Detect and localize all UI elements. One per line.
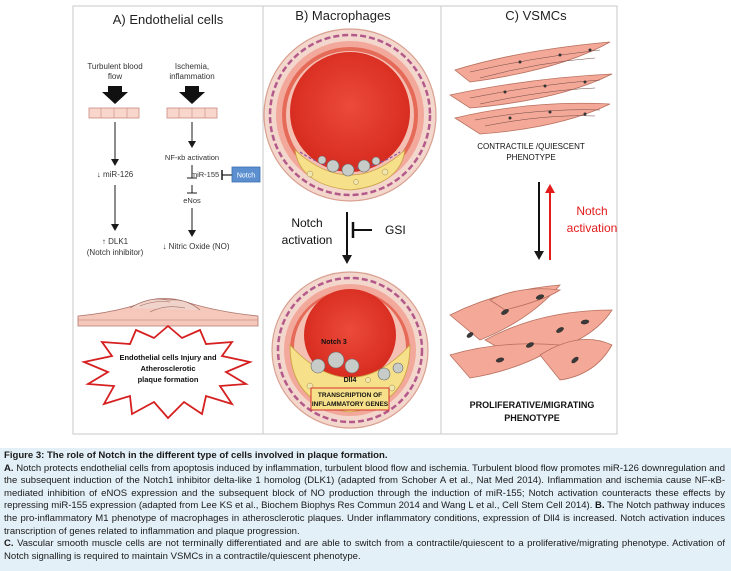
gsi-label: GSI	[385, 223, 406, 237]
injury-label-2: Atherosclerotic	[140, 364, 195, 373]
enos-label: eNos	[183, 196, 201, 205]
notch-activation-label-c: activation	[567, 221, 618, 235]
nfkb-label: NF-κb activation	[165, 153, 219, 162]
panel-c-title: C) VSMCs	[505, 8, 567, 23]
ischemia-label: Ischemia,	[175, 62, 209, 71]
caption-para-a: A. Notch protects endothelial cells from…	[4, 463, 725, 539]
panel-a-endothelial: A) Endothelial cells Turbulent blood flo…	[72, 5, 264, 435]
flow-arrow-icon	[102, 86, 128, 104]
panel-c-vsmcs: C) VSMCs CONTRACTILE /QUIESCENT PHENOTYP…	[440, 5, 618, 435]
transcription-label-2: INFLAMMATORY GENES	[312, 401, 389, 408]
contractile-cells	[448, 41, 613, 135]
dlk1-desc-label: (Notch inhibitor)	[87, 248, 144, 257]
proliferative-phenotype-label: PHENOTYPE	[504, 413, 560, 423]
panel-a-title: A) Endothelial cells	[113, 12, 224, 27]
inflammation-label: inflammation	[169, 72, 214, 81]
ischemia-arrow-icon	[179, 86, 205, 104]
caption-a-text: Notch protects endothelial cells from ap…	[4, 462, 725, 512]
dlk1-label: ↑ DLK1	[102, 237, 129, 246]
notch-label: Notch	[576, 204, 607, 218]
proliferative-cells	[449, 284, 613, 381]
figure-3: A) Endothelial cells Turbulent blood flo…	[72, 5, 618, 435]
notch-activation-label: Notch	[291, 216, 322, 230]
injury-starburst	[80, 324, 254, 420]
proliferative-label: PROLIFERATIVE/MIGRATING	[470, 400, 595, 410]
caption-c-text: Vascular smooth muscle cells are not ter…	[4, 538, 725, 562]
dll4-label: Dll4	[344, 377, 357, 384]
turbulent-flow-label: Turbulent blood	[87, 62, 142, 71]
turbulent-flow-label-2: flow	[108, 72, 122, 81]
injury-label-1: Endothelial cells Injury and	[119, 353, 217, 362]
contractile-phenotype-label: PHENOTYPE	[506, 153, 555, 162]
caption-title: Figure 3: The role of Notch in the diffe…	[4, 450, 388, 461]
caption-b-text: The Notch pathway induces the pro-inflam…	[4, 500, 726, 537]
notch-box-label: Notch	[237, 173, 255, 180]
mir155-label: miR-155	[191, 170, 219, 179]
caption-c-label: C.	[4, 538, 14, 550]
caption-para-c: C. Vascular smooth muscle cells are not …	[4, 538, 725, 563]
caption-b-label: B.	[595, 500, 605, 512]
injured-endothelium	[77, 298, 259, 327]
nitric-oxide-label: ↓ Nitric Oxide (NO)	[162, 242, 229, 251]
contractile-label: CONTRACTILE /QUIESCENT	[477, 142, 585, 151]
notch3-label: Notch 3	[321, 339, 347, 346]
notch-box	[231, 166, 261, 183]
notch-activation-label-2: activation	[282, 233, 333, 247]
panel-b-title: B) Macrophages	[295, 8, 391, 23]
injury-label-3: plaque formation	[138, 375, 199, 384]
mir126-label: ↓ miR-126	[97, 170, 134, 179]
figure-caption: Figure 3: The role of Notch in the diffe…	[0, 448, 731, 571]
endothelial-strip-right	[166, 107, 218, 119]
endothelial-strip-left	[88, 107, 140, 119]
caption-a-label: A.	[4, 462, 14, 474]
artery-cross-section-top	[263, 28, 437, 202]
transcription-box	[310, 387, 390, 411]
panel-b-macrophages: B) Macrophages Notch activation GSI	[262, 5, 442, 435]
transcription-label-1: TRANSCRIPTION OF	[318, 392, 382, 399]
